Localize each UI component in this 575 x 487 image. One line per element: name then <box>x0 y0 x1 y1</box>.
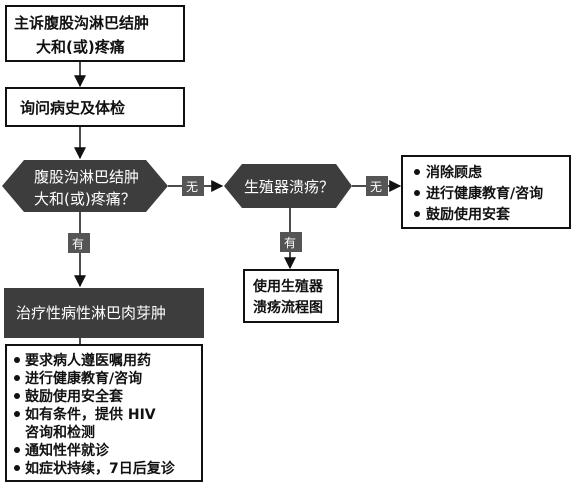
yes-label-1-bg <box>68 233 90 253</box>
no-label-1-bg <box>182 176 204 196</box>
treatment-header <box>4 288 204 338</box>
decision-ln-line1: 腹股沟淋巴结肿 <box>34 168 139 186</box>
bullet <box>14 393 20 399</box>
treatment-action-7: 如症状持续，7日后复诊 <box>25 460 176 477</box>
chief-complaint-box <box>5 5 185 62</box>
bullet <box>414 190 420 196</box>
history-exam-box <box>5 87 185 127</box>
treatment-action-5: 咨询和检测 <box>25 424 95 441</box>
history-exam-text: 询问病史及体检 <box>20 99 125 117</box>
decision-ulcer-text: 生殖器溃疡？ <box>244 178 334 196</box>
treatment-action-1: 要求病人遵医嘱用药 <box>25 352 151 369</box>
no-no-actions-list: 消除顾虑 进行健康教育/咨询 鼓励使用安套 <box>414 164 543 223</box>
no-no-action-2: 进行健康教育/咨询 <box>426 185 543 202</box>
ulcer-flowchart-line1: 使用生殖器 <box>252 278 324 295</box>
bullet <box>14 411 20 417</box>
bullet <box>414 211 420 217</box>
no-label-1: 无 <box>186 180 198 194</box>
no-no-actions-box <box>401 155 571 229</box>
no-label-2: 无 <box>370 180 382 194</box>
no-no-action-3: 鼓励使用安套 <box>426 206 510 223</box>
no-no-action-1: 消除顾虑 <box>426 164 482 181</box>
ulcer-flowchart-box <box>243 269 339 323</box>
bullet <box>14 375 20 381</box>
chief-complaint-line1: 主诉腹股沟淋巴结肿 <box>14 14 149 32</box>
bullet <box>14 357 20 363</box>
treatment-action-3: 鼓励使用安全套 <box>25 388 123 405</box>
decision-ulcer-hexagon <box>224 164 352 208</box>
treatment-title: 治疗性病性淋巴肉芽肿 <box>16 304 166 322</box>
bullet <box>414 169 420 175</box>
yes-label-2-bg <box>280 232 302 252</box>
ulcer-flowchart-line2: 溃疡流程图 <box>253 299 323 316</box>
no-label-2-bg <box>366 176 388 196</box>
yes-label-1: 有 <box>72 237 84 251</box>
decision-ln-hexagon <box>2 160 168 212</box>
bullet <box>14 447 20 453</box>
treatment-actions-list: 要求病人遵医嘱用药 进行健康教育/咨询 鼓励使用安全套 如有条件，提供 HIV … <box>14 352 176 477</box>
treatment-actions-box <box>5 344 203 482</box>
bullet <box>14 465 20 471</box>
treatment-action-6: 通知性伴就诊 <box>25 442 110 459</box>
chief-complaint-line2: 大和(或)疼痛 <box>36 38 125 56</box>
decision-ln-line2: 大和(或)疼痛？ <box>34 190 136 208</box>
yes-label-2: 有 <box>284 236 296 250</box>
treatment-action-2: 进行健康教育/咨询 <box>25 370 142 387</box>
treatment-action-4: 如有条件，提供 HIV <box>25 406 156 423</box>
